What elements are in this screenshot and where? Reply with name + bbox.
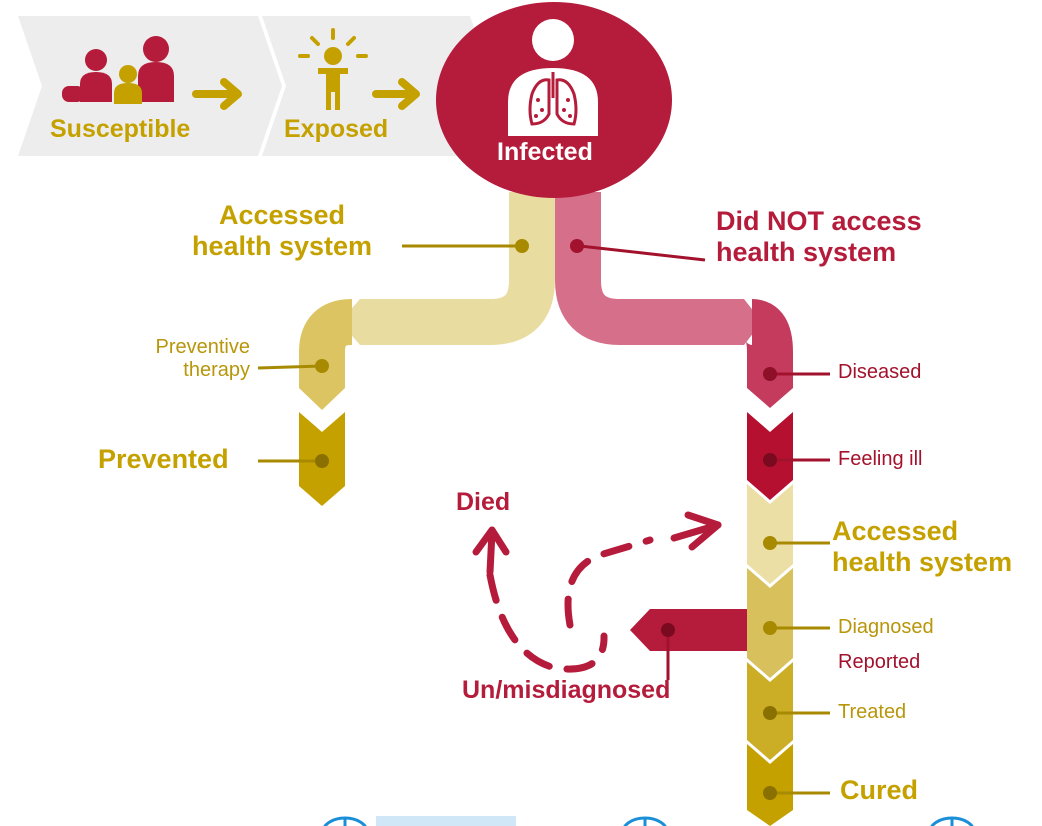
right-branch: [555, 192, 793, 826]
stage-exposed: Exposed: [284, 115, 389, 143]
diseased-label: Diseased: [838, 361, 922, 383]
treated-label: Treated: [838, 701, 907, 723]
stage-susceptible: Susceptible: [50, 115, 191, 143]
arrow-right-icon: [192, 78, 242, 110]
exposed-chevron: [262, 16, 494, 156]
preventive-therapy-label: Preventive therapy: [155, 336, 251, 381]
prevented-label: Prevented: [98, 444, 229, 474]
diagnosed-label: Diagnosed: [838, 616, 934, 638]
cured-label: Cured: [840, 775, 919, 805]
who-wordmark: [376, 816, 516, 826]
family-icon: [62, 36, 174, 104]
connector-dots: [315, 239, 777, 800]
stage-infected: Infected: [497, 138, 593, 166]
cured-segment: [747, 744, 793, 826]
feeling-ill-label: Feeling ill: [838, 448, 923, 470]
connector-lines: [257, 244, 830, 795]
accessed-segment: [747, 484, 793, 584]
undiagnosed-label: Un/misdiagnosed: [462, 676, 671, 704]
dashed-loop: [472, 511, 722, 673]
branch-not-accessed-label: Did NOT access health system: [716, 206, 922, 268]
left-branch: [299, 192, 555, 506]
accessed-health-system-label: Accessed health system: [832, 516, 1013, 578]
undiagnosed-exit-arrow: [630, 609, 747, 651]
lungs-icon: [508, 19, 598, 136]
arrow-right-icon: [372, 78, 420, 110]
branch-accessed-label: Accessed health system: [191, 200, 373, 262]
exposed-person-icon: [298, 28, 368, 110]
reported-label: Reported: [838, 651, 921, 673]
died-label: Died: [456, 488, 511, 516]
who-logo-icon: [323, 816, 974, 826]
